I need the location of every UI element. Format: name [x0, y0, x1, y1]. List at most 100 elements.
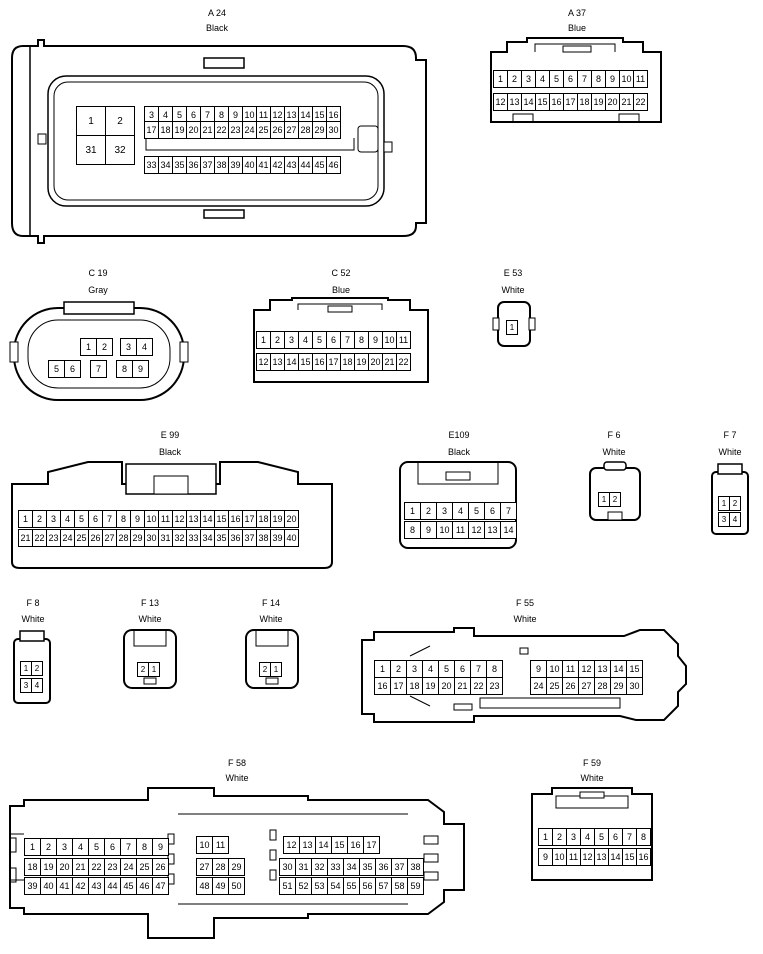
pin: 9	[130, 510, 145, 528]
pin: 32	[105, 135, 135, 165]
a24-big-pins-bottom: 31 32	[76, 135, 135, 165]
pin: 38	[407, 858, 424, 876]
pin: 30	[326, 121, 341, 139]
pin: 11	[562, 660, 579, 678]
f14-pins: 2 1	[259, 662, 282, 677]
pin: 17	[326, 353, 341, 371]
pin: 15	[298, 353, 313, 371]
pin: 35	[359, 858, 376, 876]
pin: 2	[96, 338, 113, 356]
connector-c19: 1 2 3 4 5 6 7 8 9	[8, 298, 192, 406]
f58-id-label: F 58	[227, 758, 246, 768]
e109-id-label: E109	[448, 430, 470, 440]
pin: 16	[347, 836, 364, 854]
pin: 2	[507, 70, 522, 88]
c19-pins-top-right: 3 4	[120, 338, 153, 356]
pin: 54	[327, 877, 344, 895]
pin: 2	[105, 106, 135, 136]
pin: 6	[64, 360, 81, 378]
pin: 20	[438, 677, 455, 695]
e109-color-label: Black	[447, 447, 470, 457]
pin: 4	[136, 338, 153, 356]
f7-pins-top: 1 2	[718, 496, 741, 511]
pin: 14	[608, 848, 623, 866]
pin: 1	[538, 828, 553, 846]
e53-pins: 1	[506, 320, 518, 335]
pin: 9	[368, 331, 383, 349]
pin: 21	[200, 121, 215, 139]
pin: 6	[104, 838, 121, 856]
pin: 2	[390, 660, 407, 678]
pin: 20	[186, 121, 201, 139]
pin: 1	[506, 320, 518, 335]
pin: 21	[619, 93, 634, 111]
pin: 32	[172, 529, 187, 547]
pin: 12	[580, 848, 595, 866]
connector-e53: 1	[492, 298, 536, 350]
pin: 29	[130, 529, 145, 547]
connector-f13: 2 1	[120, 626, 180, 692]
pin: 7	[340, 331, 355, 349]
pin: 12	[283, 836, 300, 854]
pin: 14	[521, 93, 536, 111]
pin: 59	[407, 877, 424, 895]
pin: 27	[578, 677, 595, 695]
pin: 7	[90, 360, 107, 378]
pin: 8	[486, 660, 503, 678]
pin: 27	[284, 121, 299, 139]
pin: 22	[88, 858, 105, 876]
pin: 13	[270, 353, 285, 371]
pin: 30	[279, 858, 296, 876]
pin: 29	[610, 677, 627, 695]
pin: 8	[116, 360, 133, 378]
pin: 18	[158, 121, 173, 139]
connector-f6: 1 2	[586, 458, 644, 524]
pin: 47	[152, 877, 169, 895]
pin: 8	[116, 510, 131, 528]
pin: 42	[72, 877, 89, 895]
pin: 3	[436, 502, 453, 520]
pin: 17	[242, 510, 257, 528]
c19-id-label: C 19	[88, 268, 108, 278]
pin: 5	[74, 510, 89, 528]
pin: 39	[24, 877, 41, 895]
pin: 19	[591, 93, 606, 111]
pin: 22	[214, 121, 229, 139]
pin: 6	[454, 660, 471, 678]
f59-color-label: White	[580, 773, 604, 783]
a37-color-label: Blue	[567, 23, 586, 33]
pin: 6	[484, 502, 501, 520]
pin: 40	[284, 529, 299, 547]
pin: 1	[24, 838, 41, 856]
pin: 18	[406, 677, 423, 695]
pin: 4	[72, 838, 89, 856]
pin: 1	[404, 502, 421, 520]
pin: 19	[422, 677, 439, 695]
e99-id-label: E 99	[160, 430, 180, 440]
pin: 45	[120, 877, 137, 895]
pin: 14	[315, 836, 332, 854]
pin: 21	[382, 353, 397, 371]
pin: 28	[116, 529, 131, 547]
pin: 26	[270, 121, 285, 139]
pin: 18	[577, 93, 592, 111]
a24-color-label: Black	[205, 23, 228, 33]
pin: 10	[552, 848, 567, 866]
pin: 48	[196, 877, 213, 895]
f6-id-label: F 6	[607, 430, 621, 440]
